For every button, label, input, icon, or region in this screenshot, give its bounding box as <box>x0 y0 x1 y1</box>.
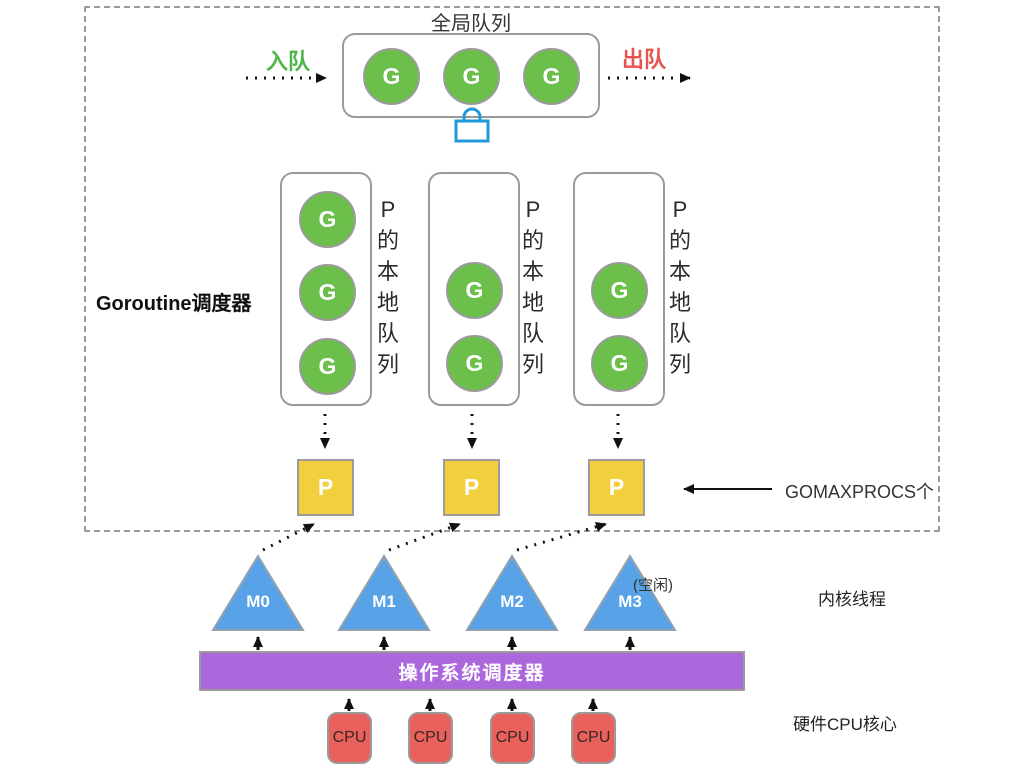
goroutine-circle: G <box>446 335 503 392</box>
local-queue-box: G G G <box>280 172 372 406</box>
goroutine-circle: G <box>299 191 356 248</box>
goroutine-circle: G <box>363 48 420 105</box>
cpu-box: CPU <box>408 712 453 764</box>
cpu-box: CPU <box>490 712 535 764</box>
goroutine-circle: G <box>299 338 356 395</box>
scheduler-boundary <box>84 6 940 532</box>
global-queue-title: 全局队列 <box>431 13 511 35</box>
goroutine-scheduler-label: Goroutine调度器 <box>96 293 252 315</box>
os-scheduler-bar: 操作系统调度器 <box>199 651 745 691</box>
local-queue-side-label: P的本地队列 <box>668 197 691 377</box>
thread-triangle <box>465 554 559 631</box>
processor-box: P <box>588 459 645 516</box>
goroutine-circle: G <box>299 264 356 321</box>
goroutine-circle: G <box>446 262 503 319</box>
idle-note: (空闲) <box>633 577 673 594</box>
lock-icon <box>454 107 490 143</box>
enqueue-label: 入队 <box>266 49 311 74</box>
hardware-cpu-label: 硬件CPU核心 <box>793 715 897 734</box>
local-queue-box: G G <box>428 172 520 406</box>
gomaxprocs-label: GOMAXPROCS个 <box>785 482 935 502</box>
goroutine-circle: G <box>523 48 580 105</box>
local-queue-side-label: P的本地队列 <box>521 197 544 377</box>
thread-label: M2 <box>500 592 524 611</box>
dequeue-label: 出队 <box>622 47 667 72</box>
cpu-box: CPU <box>571 712 616 764</box>
thread-triangle <box>211 554 305 631</box>
goroutine-circle: G <box>591 262 648 319</box>
processor-box: P <box>443 459 500 516</box>
thread-triangle <box>337 554 431 631</box>
thread-triangle <box>583 554 677 631</box>
processor-box: P <box>297 459 354 516</box>
goroutine-circle: G <box>443 48 500 105</box>
thread-label: M1 <box>372 592 396 611</box>
local-queue-side-label: P的本地队列 <box>376 197 399 377</box>
local-queue-box: G G <box>573 172 665 406</box>
kernel-threads-label: 内核线程 <box>818 590 886 609</box>
goroutine-circle: G <box>591 335 648 392</box>
thread-label: M3 <box>618 592 642 611</box>
thread-label: M0 <box>246 592 270 611</box>
global-queue-box: G G G <box>342 33 600 118</box>
cpu-box: CPU <box>327 712 372 764</box>
